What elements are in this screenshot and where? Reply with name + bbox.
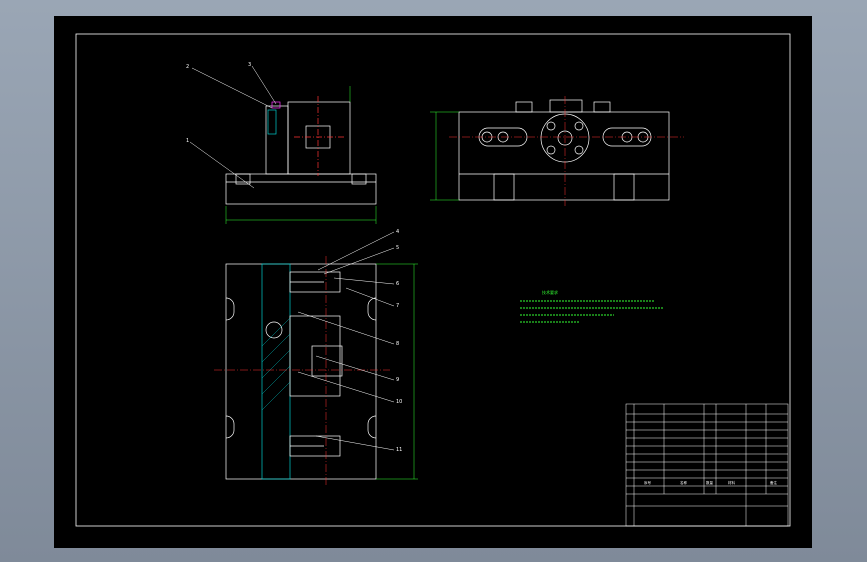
callout-4: 4 — [396, 229, 399, 235]
front-view — [225, 96, 377, 205]
plan-view-dimensions — [376, 263, 418, 480]
callout-1: 1 — [186, 138, 189, 144]
plan-outline — [225, 263, 377, 480]
title-block-header-remark: 备注 — [770, 480, 778, 485]
plan-view-centerlines — [214, 256, 390, 486]
side-body — [458, 111, 670, 201]
base-block — [225, 173, 377, 205]
plan-view-hatch — [261, 317, 291, 411]
title-block — [625, 403, 789, 527]
title-block-frame — [625, 403, 789, 527]
callout-9: 9 — [396, 377, 399, 383]
technical-notes: 技术要求 — [520, 289, 664, 323]
front-view-dimensions — [225, 86, 377, 224]
title-block-header-material: 材料 — [728, 480, 736, 485]
front-view-leaders — [189, 65, 277, 189]
callout-6: 6 — [396, 281, 399, 287]
plan-view-leaders — [297, 231, 395, 451]
side-view-dimensions — [430, 111, 459, 201]
title-block-header-no: 序号 — [644, 480, 652, 485]
drawing-sheet: 2 3 1 — [54, 16, 812, 548]
cad-drawing: 2 3 1 — [75, 33, 791, 527]
notes-title: 技术要求 — [542, 289, 558, 295]
callout-7: 7 — [396, 303, 399, 309]
title-block-header-qty: 数量 — [706, 480, 714, 485]
title-block-header-name: 名称 — [680, 480, 688, 485]
side-view-centerlines — [449, 96, 684, 206]
hatched-rail — [261, 263, 291, 480]
clamp-body — [287, 101, 351, 175]
callout-5: 5 — [396, 245, 399, 251]
callout-2: 2 — [186, 64, 189, 70]
plan-view — [225, 263, 377, 480]
drawing-frame — [75, 33, 791, 527]
callout-10: 10 — [396, 399, 402, 405]
side-view — [458, 99, 670, 201]
callout-3: 3 — [248, 62, 251, 68]
callout-11: 11 — [396, 447, 402, 453]
upright-column — [265, 105, 289, 175]
callout-8: 8 — [396, 341, 399, 347]
